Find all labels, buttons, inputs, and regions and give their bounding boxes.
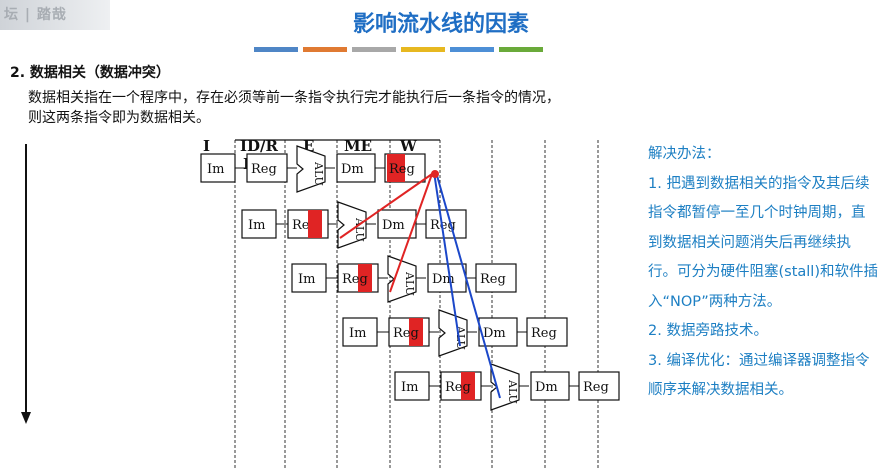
title-color-bar (254, 47, 298, 52)
stage-header-top: ID/R (240, 137, 279, 155)
instruction-memory-box (200, 153, 236, 183)
pipeline-diagram: IFID/RFEXMEMWBImRegALUDmRegImRegALUDmReg… (20, 132, 640, 470)
register-file-label: Reg (342, 272, 368, 287)
register-file-label: Reg (445, 380, 471, 395)
register-file-label: Reg (531, 326, 557, 341)
solution-panel: 解决办法： 1. 把遇到数据相关的指令及其后续指令都暂停一至几个时钟周期，直到数… (648, 140, 878, 406)
data-memory-label: Dm (535, 380, 558, 395)
slide-title: 影响流水线的因素 (352, 11, 529, 37)
data-memory-box (478, 317, 518, 347)
description-line-1: 数据相关指在一个程序中，存在必须等前一条指令执行完才能执行后一条指令的情况， (28, 90, 560, 106)
stage-header-top: W (399, 137, 418, 155)
title-color-bar (499, 47, 543, 52)
stage-header-top: E (303, 137, 314, 155)
register-read-highlight (358, 264, 372, 292)
register-file-label: Reg (251, 162, 277, 177)
solution-item-2: 2. 数据旁路技术。 (648, 323, 768, 339)
dependency-line-red (389, 173, 433, 293)
alu-shape (296, 145, 326, 193)
data-memory-label: Dm (483, 326, 506, 341)
data-memory-label: Dm (341, 162, 364, 177)
forwarding-source-dot (431, 170, 439, 178)
register-read-highlight (409, 318, 423, 346)
alu-label: ALU (403, 271, 416, 296)
title-color-bar (303, 47, 347, 52)
alu-label: ALU (506, 379, 519, 404)
stage-header-top: I (203, 137, 210, 155)
instruction-memory-label: Im (349, 326, 366, 341)
title-color-bar (450, 47, 494, 52)
description-line-2: 则这两条指令即为数据相关。 (28, 110, 210, 126)
forwarding-line-blue (433, 171, 461, 347)
register-file-box (526, 317, 568, 347)
instruction-memory-label: Im (207, 162, 224, 177)
stage-header-top: ME (344, 137, 372, 155)
register-write-highlight (387, 154, 405, 182)
register-file-box (578, 371, 620, 401)
solution-item-1: 1. 把遇到数据相关的指令及其后续指令都暂停一至几个时钟周期，直到数据相关问题消… (648, 175, 878, 310)
alu-shape (490, 363, 520, 411)
section-heading: 2. 数据相关（数据冲突） (10, 65, 170, 81)
solution-heading: 解决办法： (648, 146, 721, 162)
description-text: 数据相关指在一个程序中，存在必须等前一条指令执行完才能执行后一条指令的情况， 则… (28, 88, 728, 128)
register-read-highlight (461, 372, 475, 400)
title-color-bar (352, 47, 396, 52)
solution-item-3: 3. 编译优化：通过编译器调整指令顺序来解决数据相关。 (648, 352, 870, 399)
alu-shape (387, 255, 417, 303)
register-file-label: Reg (389, 162, 415, 177)
alu-label: ALU (312, 161, 325, 186)
register-file-label: Reg (583, 380, 609, 395)
instruction-memory-box (241, 209, 277, 239)
register-file-label: Reg (480, 272, 506, 287)
alu-shape (337, 201, 367, 249)
time-axis-arrowhead (21, 412, 31, 424)
instruction-memory-label: Im (401, 380, 418, 395)
dependency-line-red (339, 173, 433, 239)
diagram-background (20, 132, 640, 470)
register-file-box (475, 263, 517, 293)
title-color-bar (401, 47, 445, 52)
data-memory-label: Dm (382, 218, 405, 233)
data-memory-box (530, 371, 570, 401)
register-read-highlight (308, 210, 322, 238)
instruction-memory-label: Im (298, 272, 315, 287)
instruction-memory-label: Im (248, 218, 265, 233)
watermark-logo: 坛 | 踏哉 (0, 0, 110, 30)
forwarding-line-blue (435, 171, 501, 399)
register-file-label: Reg (393, 326, 419, 341)
alu-label: ALU (454, 325, 467, 350)
register-file-box (246, 153, 288, 183)
